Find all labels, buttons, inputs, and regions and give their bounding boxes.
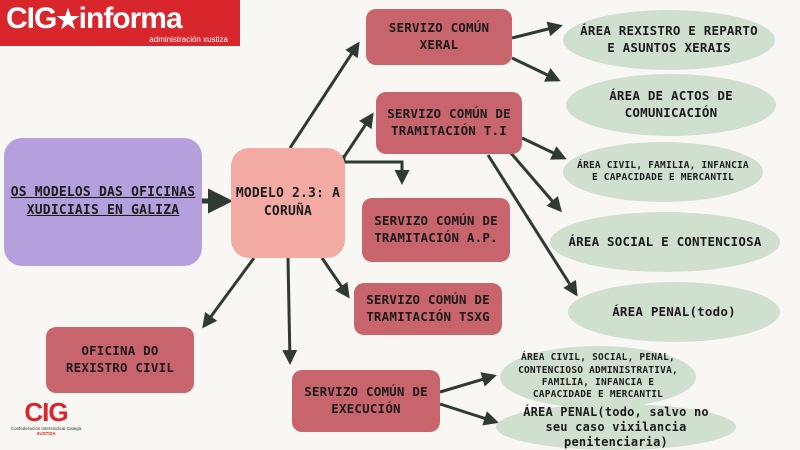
hub-node-modelo-coruna: MODELO 2.3: A CORUÑA bbox=[231, 148, 345, 258]
arrow-hub-sce bbox=[282, 257, 298, 365]
node-servizo-comun-tramitacion-tsxg: SERVIZO COMÚN DE TRAMITACIÓN TSXG bbox=[354, 283, 502, 335]
execucion-area-civil-social: ÁREA CIVIL, SOCIAL, PENAL, CONTENCIOSO A… bbox=[500, 346, 696, 408]
node-servizo-comun-tramitacion-ti: SERVIZO COMÚN DE TRAMITACIÓN T.I bbox=[376, 92, 522, 154]
arrow-sct1-civil bbox=[521, 136, 567, 160]
cig-informa-logo: CIG★informa administración xustiza bbox=[0, 0, 240, 46]
cig-xustiza-logo: CIG Confederación Intersindical Galega X… bbox=[10, 397, 82, 436]
arrow-sct1-penal bbox=[486, 154, 578, 297]
arrow-sce-ecivil bbox=[439, 372, 497, 394]
node-oficina-rexistro-civil: OFICINA DO REXISTRO CIVIL bbox=[46, 327, 194, 393]
area-penal-todo: ÁREA PENAL(todo) bbox=[568, 282, 780, 342]
arrow-hub-sctsxg bbox=[320, 257, 350, 299]
arrow-sct1-social bbox=[508, 151, 562, 213]
area-civil-familia: ÁREA CIVIL, FAMILIA, INFANCIA E CAPACIDA… bbox=[563, 142, 763, 202]
node-servizo-comun-xeral: SERVIZO COMÚN XERAL bbox=[366, 9, 512, 65]
arrow-scg-rexistro bbox=[511, 21, 563, 40]
node-servizo-comun-tramitacion-ap: SERVIZO COMÚN DE TRAMITACIÓN A.P. bbox=[362, 198, 510, 262]
area-actos-comunicacion: ÁREA DE ACTOS DE COMUNICACIÓN bbox=[566, 74, 776, 136]
execucion-area-penal: ÁREA PENAL(todo, salvo no seu caso vixil… bbox=[496, 404, 736, 450]
arrow-sce-epenal bbox=[439, 402, 499, 426]
area-social-contenciosa: ÁREA SOCIAL E CONTENCIOSA bbox=[550, 212, 780, 272]
root-node: OS MODELOS DAS OFICINAS XUDICIAIS EN GAL… bbox=[4, 138, 202, 266]
arrow-hub-ofrc bbox=[202, 257, 256, 329]
arrow-hub-sct1 bbox=[340, 112, 374, 161]
arrow-scg-actos bbox=[511, 56, 561, 82]
arrow-hub-scg bbox=[288, 41, 360, 149]
node-servizo-comun-execucion: SERVIZO COMÚN DE EXECUCIÓN bbox=[292, 370, 440, 432]
area-rexistro-reparto: ÁREA REXISTRO E REPARTO E ASUNTOS XERAIS bbox=[563, 10, 775, 70]
arrow-hub-scap bbox=[342, 155, 410, 185]
